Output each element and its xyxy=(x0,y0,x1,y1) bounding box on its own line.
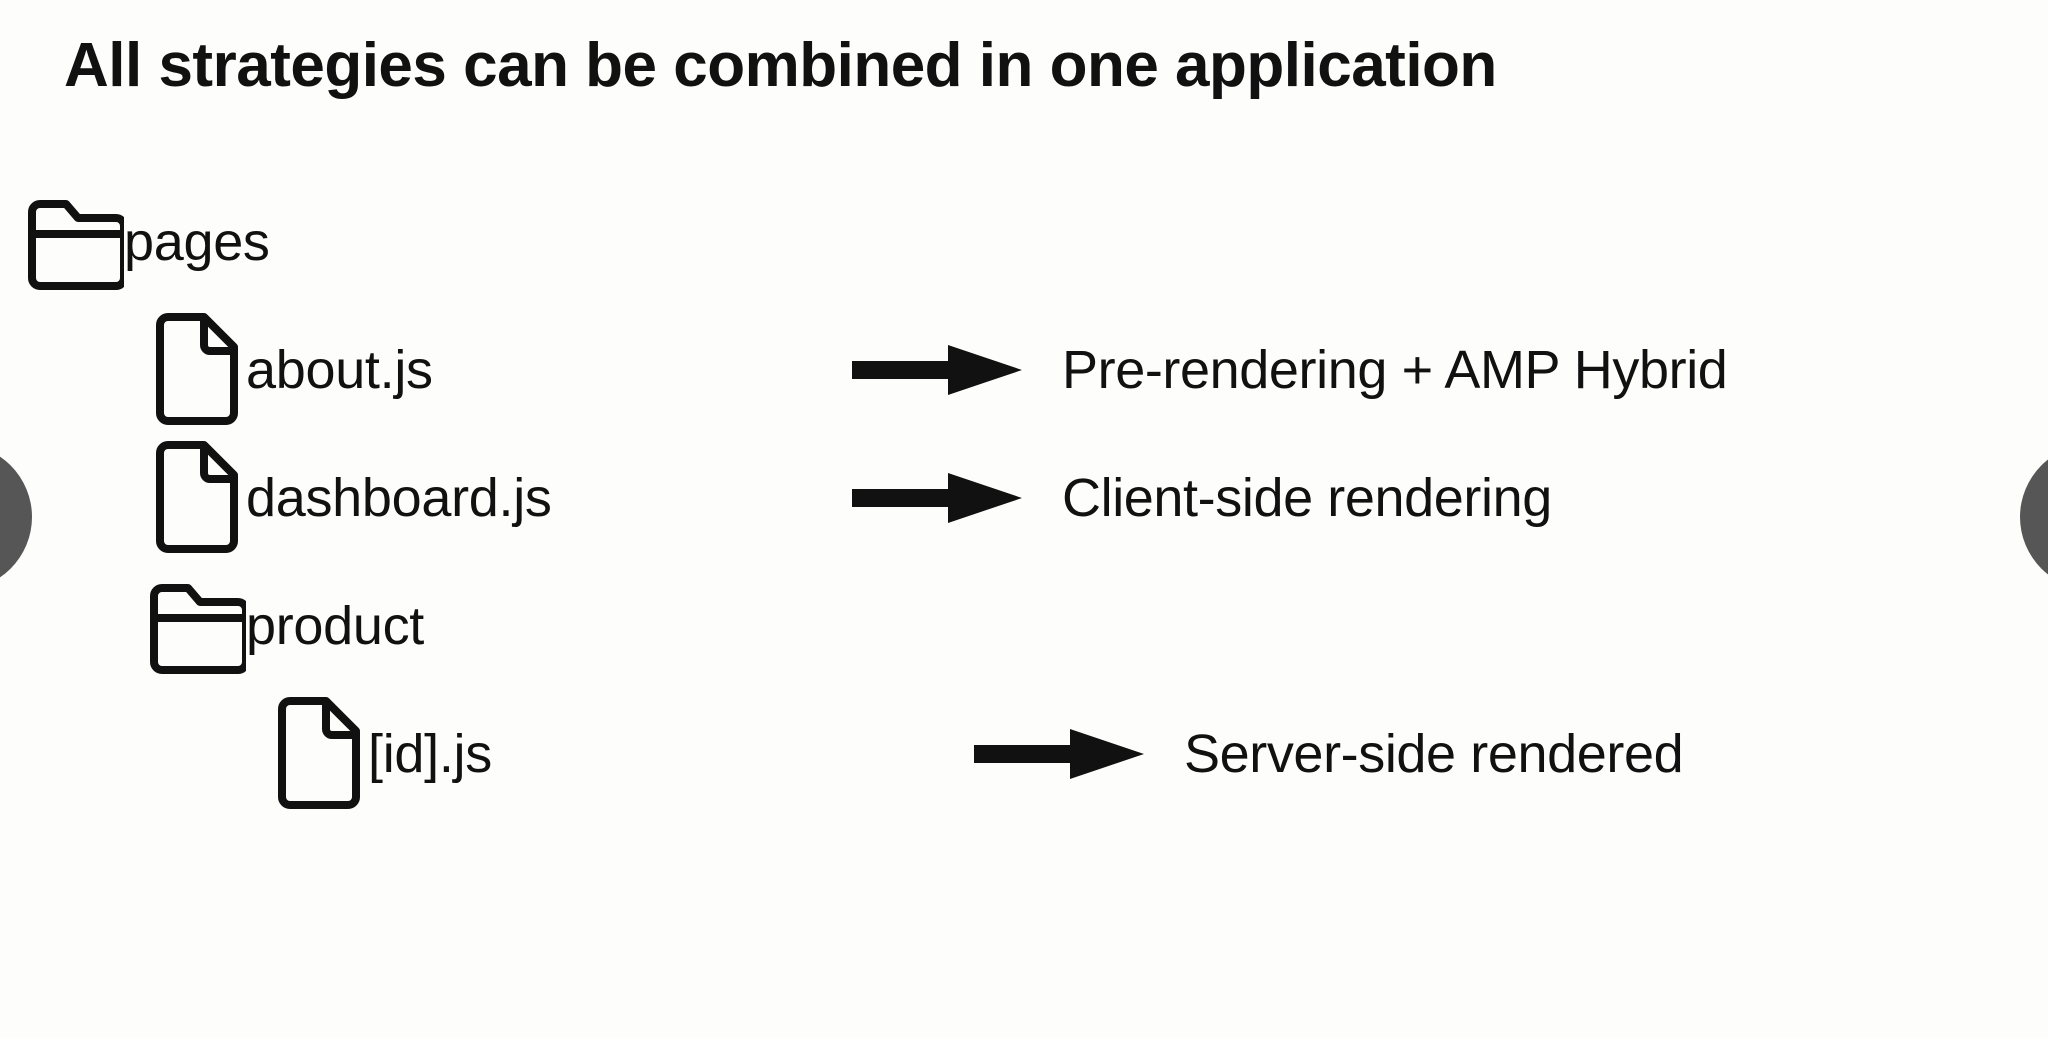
tree-row[interactable]: [id].js Server-side rendered xyxy=(0,690,2048,818)
tree-node-label: about.js xyxy=(246,340,433,400)
tree-node-label: product xyxy=(246,596,425,656)
strategy-label: Client-side rendering xyxy=(1062,468,1552,528)
page-title: All strategies can be combined in one ap… xyxy=(64,31,1497,100)
file-tree: pages about.js Pre-rendering + AMP Hybri xyxy=(0,178,2048,818)
tree-node-label: [id].js xyxy=(368,724,492,784)
strategy-label: Pre-rendering + AMP Hybrid xyxy=(1062,340,1728,400)
arrow-right-icon xyxy=(852,472,1062,524)
tree-row[interactable]: product xyxy=(0,562,2048,690)
tree-row[interactable]: dashboard.js Client-side rendering xyxy=(0,434,2048,562)
tree-node-main: pages xyxy=(28,187,718,297)
tree-node-label: dashboard.js xyxy=(246,468,552,528)
tree-row[interactable]: about.js Pre-rendering + AMP Hybrid xyxy=(0,306,2048,434)
folder-icon xyxy=(28,187,124,297)
file-icon xyxy=(272,697,368,809)
tree-node-main: [id].js xyxy=(272,697,962,809)
tree-row[interactable]: pages xyxy=(0,178,2048,306)
strategy-label: Server-side rendered xyxy=(1184,724,1684,784)
folder-icon xyxy=(150,571,246,681)
tree-node-label: pages xyxy=(124,212,270,272)
file-icon xyxy=(150,313,246,425)
file-icon xyxy=(150,441,246,553)
arrow-right-icon xyxy=(974,728,1184,780)
tree-node-main: dashboard.js xyxy=(150,441,840,553)
tree-node-main: about.js xyxy=(150,313,840,425)
tree-node-main: product xyxy=(150,571,840,681)
arrow-right-icon xyxy=(852,344,1062,396)
